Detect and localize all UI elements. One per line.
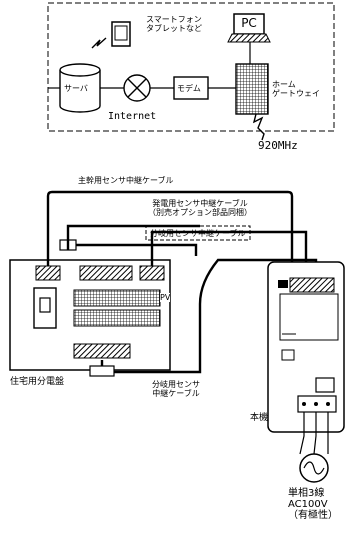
frequency-label: 920MHz xyxy=(258,139,298,152)
distribution-panel xyxy=(9,259,171,371)
server-icon xyxy=(59,63,101,113)
generation-cable-label: 発電用センサ中継ケーブル （別売オプション部品同梱） xyxy=(148,199,252,217)
distribution-panel-label: 住宅用分電盤 xyxy=(10,377,65,387)
power-label: 単相3線 AC100V （有極性） xyxy=(288,488,338,521)
ac-power-icon xyxy=(299,453,329,483)
main-cable-label: 主幹用センサ中継ケーブル xyxy=(78,176,174,185)
pc-label: PC xyxy=(241,16,257,30)
power-wires xyxy=(299,412,329,455)
wireless-signal-icon xyxy=(91,37,107,49)
internet-label: Internet xyxy=(108,111,157,122)
network-links xyxy=(48,42,251,89)
home-gateway-box xyxy=(235,63,269,115)
branch-sensor-box-lower xyxy=(89,365,115,377)
gateway-label: ホーム ゲートウェイ xyxy=(272,80,320,98)
unit-label: 本機 xyxy=(250,413,269,423)
branch-cable-top-label: 分岐用センサ中継ケーブル xyxy=(150,229,246,238)
branch-cable-bottom-label: 分岐用センサ 中継ケーブル xyxy=(152,380,200,398)
router-icon xyxy=(123,74,151,102)
pc-icon xyxy=(227,13,271,43)
main-unit xyxy=(267,261,345,433)
pv-label: PV xyxy=(160,293,171,302)
smartphone-label: スマートフォン タブレットなど xyxy=(146,15,202,33)
branch-cable-dashed-frame xyxy=(145,225,251,241)
radio-link-icon xyxy=(252,113,265,141)
server-label: サーバ xyxy=(64,84,88,93)
smartphone-icon xyxy=(111,21,131,47)
modem-label: モデム xyxy=(177,84,201,93)
